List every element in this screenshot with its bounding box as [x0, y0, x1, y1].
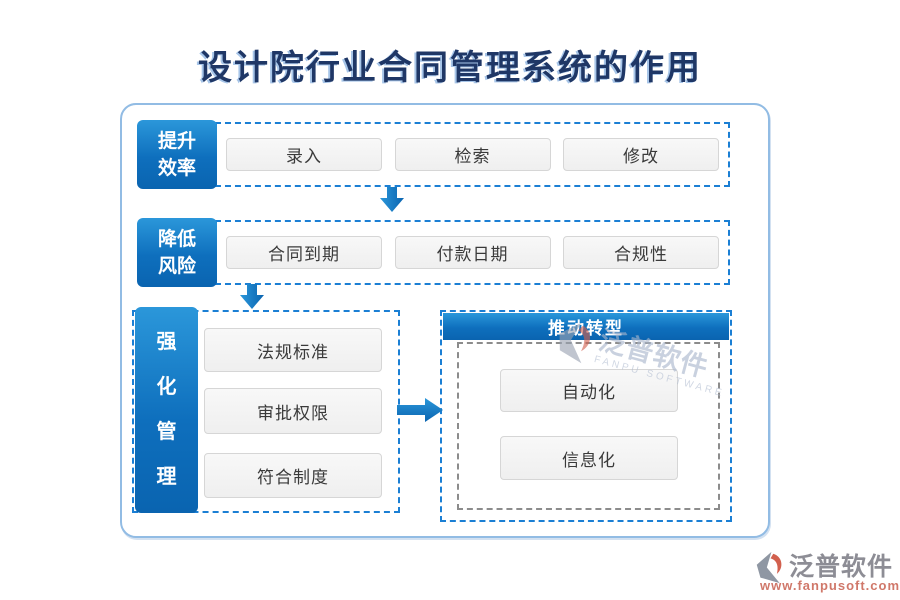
- category-label-text: 降低风险: [157, 228, 196, 277]
- group-efficiency: 录入 检索 修改: [215, 122, 730, 187]
- item-entry: 录入: [226, 138, 382, 171]
- item-contract-expiry: 合同到期: [226, 236, 382, 269]
- item-automation: 自动化: [500, 369, 678, 412]
- arrow-down-icon: [239, 284, 265, 314]
- item-informatization: 信息化: [500, 436, 678, 480]
- item-approval-authority: 审批权限: [204, 388, 382, 434]
- page-title: 设计院行业合同管理系统的作用: [198, 50, 702, 87]
- category-label-risk: 降低风险: [137, 218, 217, 287]
- item-search: 检索: [394, 138, 551, 171]
- fanpu-logo-icon: [756, 551, 782, 584]
- category-label-text: 提升效率: [157, 130, 196, 179]
- transformation-header: 推动转型: [443, 313, 729, 340]
- footer-logo: 泛普软件 www.fanpusoft.com: [752, 547, 900, 595]
- diagram-container: 提升效率 录入 检索 修改 降低风险 合同到期 付款日期 合规性 法规标准 审批…: [120, 103, 770, 538]
- footer-brand-text: 泛普软件: [789, 554, 894, 581]
- arrow-right-icon: [397, 396, 443, 429]
- item-payment-date: 付款日期: [394, 236, 551, 269]
- item-regulation-standard: 法规标准: [204, 328, 382, 372]
- category-label-efficiency: 提升效率: [137, 120, 217, 189]
- footer-website-text: www.fanpusoft.com: [760, 578, 900, 593]
- item-modify: 修改: [563, 138, 719, 171]
- category-label-management: 强化管理: [135, 307, 198, 513]
- item-system-conformity: 符合制度: [204, 453, 382, 498]
- group-transformation: 推动转型 自动化 信息化: [440, 310, 732, 522]
- transformation-inner-box: [457, 342, 720, 510]
- category-label-text: 强化管理: [156, 331, 177, 488]
- group-risk: 合同到期 付款日期 合规性: [215, 220, 730, 285]
- arrow-down-icon: [379, 187, 405, 217]
- item-compliance: 合规性: [563, 236, 719, 269]
